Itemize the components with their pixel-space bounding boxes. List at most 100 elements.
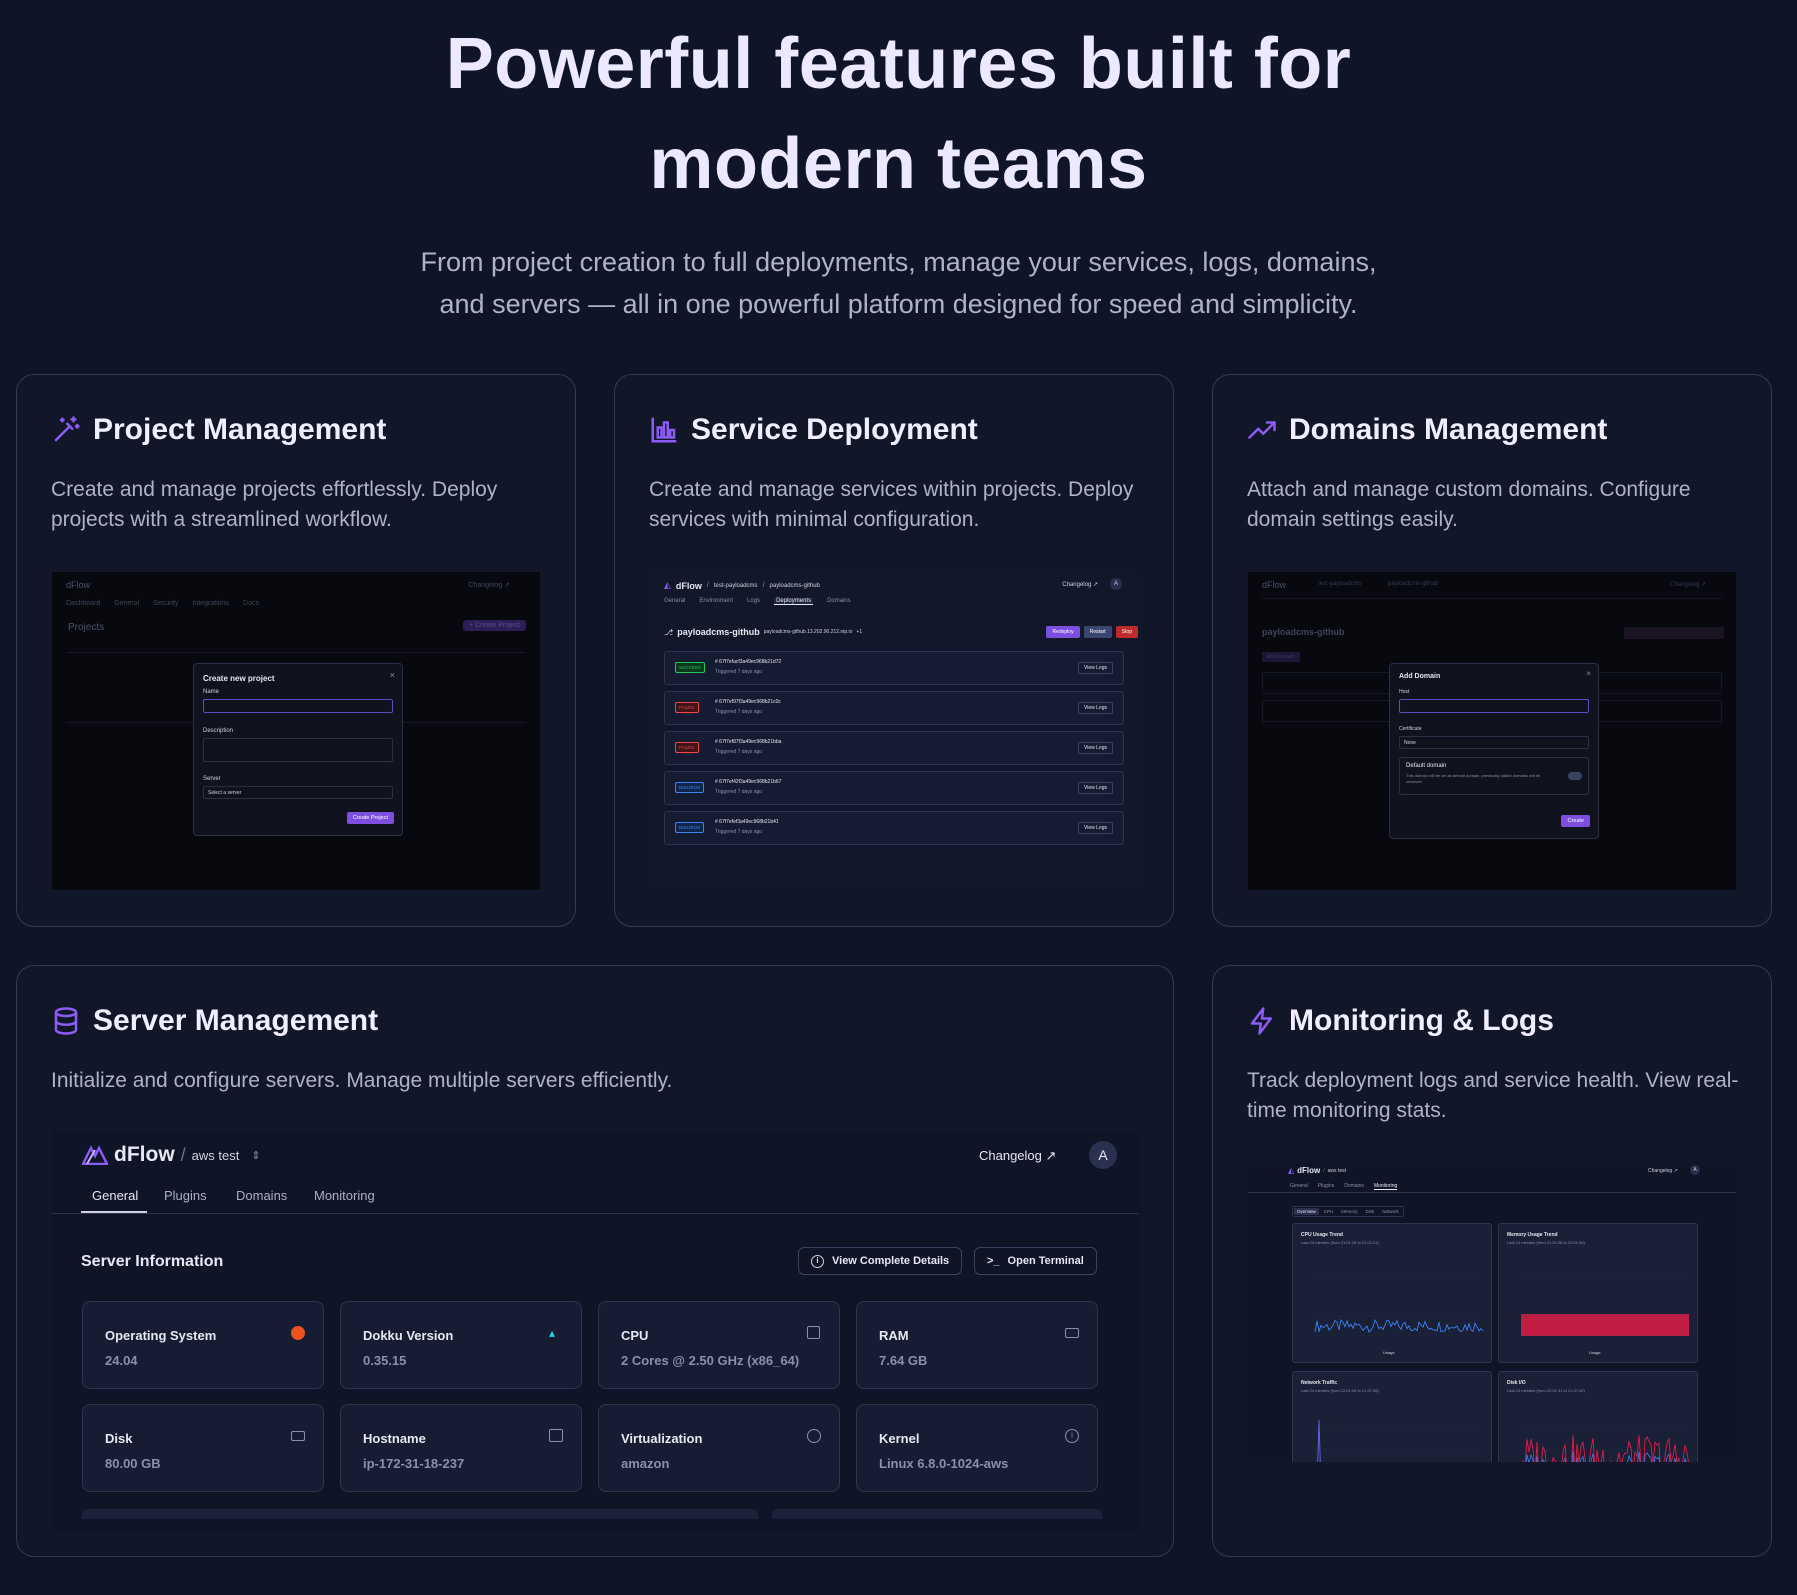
hero-subtitle: From project creation to full deployment… — [0, 241, 1797, 325]
server-info-item: RAM 7.64 GB — [856, 1301, 1098, 1389]
monitoring-logs-card: Monitoring & Logs Track deployment logs … — [1212, 965, 1772, 1557]
tab-general[interactable]: General — [92, 1188, 139, 1203]
server-icon — [549, 1429, 563, 1443]
server-screenshot: dFlow / aws test ⇕ Changelog ↗ A General… — [52, 1131, 1142, 1531]
description-input — [203, 738, 393, 762]
deployment-time: Triggered 7 days ago — [715, 789, 763, 795]
info-label: Kernel — [879, 1431, 920, 1446]
deployment-id: # 67f7ef87f3a49ec968b21bba — [715, 739, 782, 745]
service-deployment-card: Service Deployment Create and manage ser… — [614, 374, 1174, 927]
info-label: Operating System — [105, 1328, 217, 1343]
deployment-time: Triggered 7 days ago — [715, 749, 763, 755]
view-details-button[interactable]: i View Complete Details — [798, 1247, 963, 1275]
external-link-icon: ↗ — [1045, 1148, 1057, 1163]
deployment-row: BUILDING # 67f7efef3a49ec968b21b41 Trigg… — [664, 811, 1124, 845]
tab-plugins[interactable]: Plugins — [164, 1188, 207, 1203]
info-label: CPU — [621, 1328, 649, 1343]
info-label: RAM — [879, 1328, 909, 1343]
info-icon: i — [811, 1254, 824, 1268]
name-input — [203, 699, 393, 713]
server-info-item: Kernel Linux 6.8.0-1024-aws i — [856, 1404, 1098, 1492]
info-value: 80.00 GB — [105, 1456, 161, 1471]
deployment-time: Triggered 7 days ago — [715, 709, 763, 715]
trending-up-icon — [1248, 421, 1276, 439]
hard-drive-icon — [291, 1429, 305, 1443]
info-icon: i — [1065, 1429, 1079, 1443]
info-value: 2 Cores @ 2.50 GHz (x86_64) — [621, 1353, 800, 1368]
service-deployment-desc: Create and manage services within projec… — [649, 478, 1134, 531]
info-value: 24.04 — [105, 1353, 138, 1368]
terminal-icon: >_ — [987, 1255, 1000, 1267]
status-badge: BUILDING — [675, 822, 705, 833]
info-value: Linux 6.8.0-1024-aws — [879, 1456, 1009, 1471]
server-select: Select a server — [203, 786, 393, 799]
monitoring-logs-desc: Track deployment logs and service health… — [1247, 1069, 1739, 1122]
tab-monitoring[interactable]: Monitoring — [314, 1188, 375, 1203]
cpu-icon — [807, 1326, 821, 1340]
stop-button: Stop — [1115, 626, 1138, 638]
monitoring-chart-panel: CPU Usage Trend Last 24 minutes (from 21… — [1292, 1223, 1492, 1363]
create-project-submit: Create Project — [346, 812, 394, 824]
default-domain-toggle — [1568, 772, 1582, 780]
deployment-row: SUCCESS # 67f7efacf3a49ec968b21d72 Trigg… — [664, 651, 1124, 685]
hero-title-line-2: modern teams — [649, 124, 1148, 204]
server-info-item: Dokku Version 0.35.15 ▴ — [340, 1301, 582, 1389]
domains-management-title: Domains Management — [1247, 413, 1607, 447]
chart-title: Disk I/O — [1507, 1380, 1526, 1386]
server-management-card: Server Management Initialize and configu… — [16, 965, 1174, 1557]
bar-chart-icon — [651, 417, 677, 443]
server-info-item: Virtualization amazon — [598, 1404, 840, 1492]
project-screenshot: dFlow Changelog ↗ Dashboard General Secu… — [52, 572, 540, 890]
project-management-title: Project Management — [51, 413, 386, 447]
create-project-modal: Create new project × Name Description Se… — [193, 663, 403, 836]
service-screenshot: ◭ dFlow / test-payloadcms / payloadcms-g… — [650, 572, 1138, 890]
avatar[interactable]: A — [1089, 1141, 1117, 1169]
server-management-title: Server Management — [51, 1004, 378, 1038]
server-management-desc: Initialize and configure servers. Manage… — [51, 1069, 673, 1092]
open-terminal-button[interactable]: >_ Open Terminal — [974, 1247, 1097, 1275]
ubuntu-icon — [291, 1326, 305, 1340]
chart-subtitle: Last 24 minutes (from 22:01:31 to 21:37:… — [1507, 1388, 1585, 1393]
monitoring-screenshot: ◭ dFlow / aws test Changelog ↗ A General… — [1248, 1162, 1736, 1462]
dflow-logo-icon: ◭ — [1288, 1166, 1295, 1175]
deployment-row: BUILDING # 67f7ef42f3a49ec968b21b67 Trig… — [664, 771, 1124, 805]
chart-title: CPU Usage Trend — [1301, 1232, 1343, 1238]
deployment-row: FAILED # 67f7ef97f3a49ec968b21c0c Trigge… — [664, 691, 1124, 725]
chart-title: Memory Usage Trend — [1507, 1232, 1558, 1238]
dflow-logo-icon — [82, 1145, 108, 1165]
magic-wand-icon — [54, 416, 80, 442]
database-icon — [54, 1007, 78, 1035]
view-logs-button: View Logs — [1078, 702, 1113, 714]
restart-button: Restart — [1083, 626, 1112, 638]
view-logs-button: View Logs — [1078, 782, 1113, 794]
deployment-row: FAILED # 67f7ef87f3a49ec968b21bba Trigge… — [664, 731, 1124, 765]
monitoring-logs-title: Monitoring & Logs — [1247, 1004, 1554, 1038]
info-label: Disk — [105, 1431, 133, 1446]
chart-subtitle: Last 24 minutes (from 21:51:28 to 22:01:… — [1507, 1240, 1585, 1245]
create-domain-submit: Create — [1561, 815, 1590, 827]
github-icon: ⎇ — [664, 627, 674, 637]
dflow-logo-icon: ◭ — [664, 580, 671, 590]
tab-domains[interactable]: Domains — [236, 1188, 288, 1203]
server-info-item: Operating System 24.04 — [82, 1301, 324, 1389]
info-value: 7.64 GB — [879, 1353, 928, 1368]
view-logs-button: View Logs — [1078, 662, 1113, 674]
server-info-title: Server Information — [81, 1253, 224, 1270]
deployment-id: # 67f7ef42f3a49ec968b21b67 — [715, 779, 782, 785]
server-info-item: CPU 2 Cores @ 2.50 GHz (x86_64) — [598, 1301, 840, 1389]
deployment-id: # 67f7ef97f3a49ec968b21c0c — [715, 699, 781, 705]
shot-create-project-btn: + Create Project — [463, 620, 526, 631]
hero-subtitle-line-1: From project creation to full deployment… — [420, 247, 1377, 277]
hero-title: Powerful features built for modern teams — [0, 14, 1797, 214]
shot-brand: dFlow — [66, 580, 91, 590]
view-logs-button: View Logs — [1078, 742, 1113, 754]
service-deployment-title: Service Deployment — [649, 413, 978, 447]
view-logs-button: View Logs — [1078, 822, 1113, 834]
domains-screenshot: dFlow test-payloadcms payloadcms-github … — [1248, 572, 1736, 890]
chart-subtitle: Last 24 minutes (from 21:51:28 to 22:01:… — [1301, 1240, 1379, 1245]
info-value: amazon — [621, 1456, 670, 1471]
hero-title-line-1: Powerful features built for — [445, 24, 1352, 104]
changelog-link[interactable]: Changelog ↗ — [979, 1148, 1057, 1163]
domains-management-desc: Attach and manage custom domains. Config… — [1247, 478, 1691, 531]
status-badge: BUILDING — [675, 782, 705, 793]
